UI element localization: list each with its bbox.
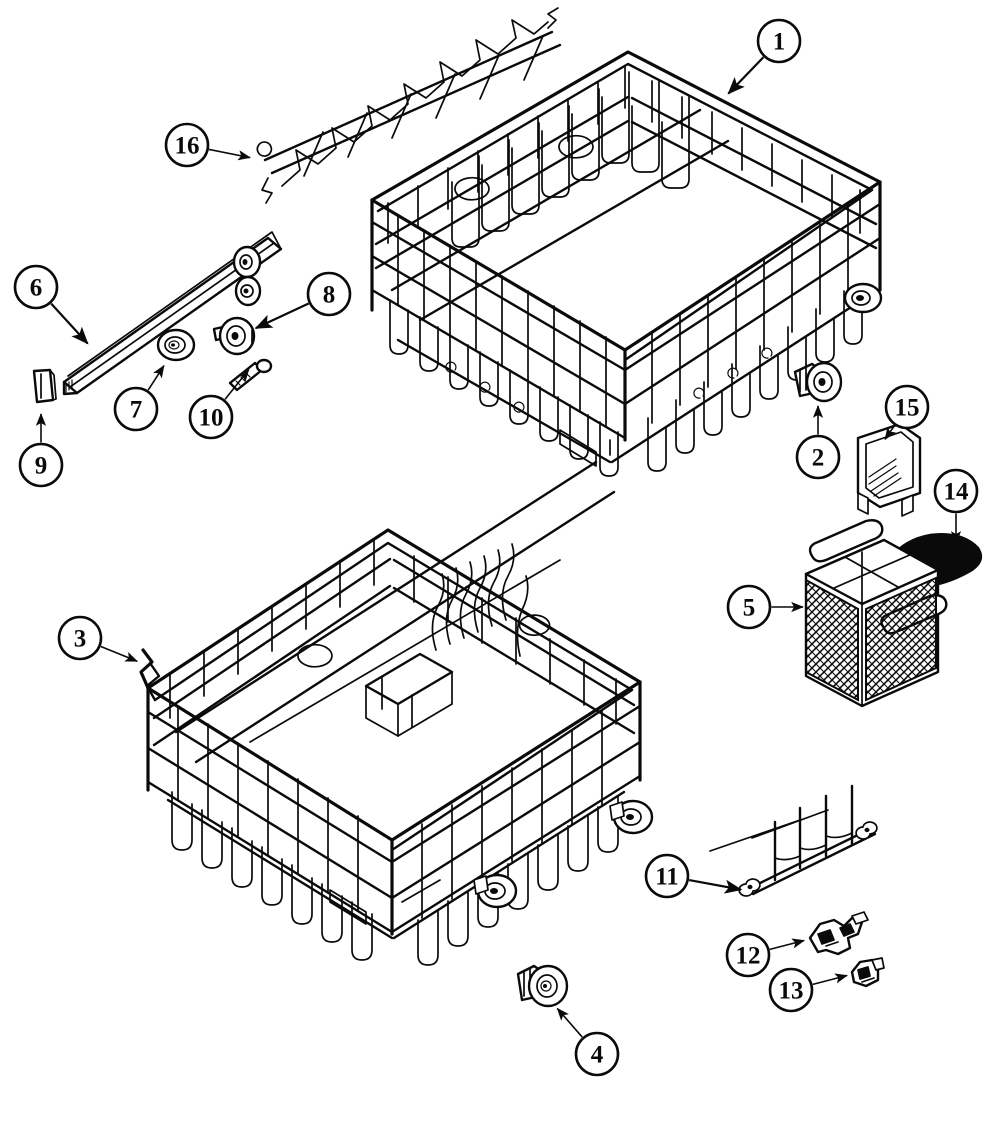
part-2-upper-rack-roller [793,361,843,403]
callout-1-upper-dish-rack[interactable]: 1 [727,18,802,95]
callout-number-7: 7 [130,397,143,424]
callout-6-upper-rack-rail-track[interactable]: 6 [13,264,89,345]
leader-line-10 [224,368,250,400]
callout-9-rail-end-cap[interactable]: 9 [18,413,64,488]
callout-balloon-10[interactable] [188,394,234,440]
leader-line-7 [147,364,165,391]
callout-balloon-8[interactable] [306,271,352,317]
part-9-rail-end-cap [32,368,57,404]
callout-number-16: 16 [175,133,200,160]
callout-balloon-14[interactable] [933,468,979,514]
callout-number-10: 10 [199,405,224,432]
part-3-lower-dish-rack [139,460,654,966]
leader-line-12 [769,938,805,951]
leader-line-8 [254,302,310,330]
callout-5-silverware-basket[interactable]: 5 [726,584,804,630]
callout-balloon-1[interactable] [756,18,802,64]
rail-mounted-roller-upper [232,245,262,279]
part-1-upper-dish-rack [370,50,883,477]
leader-line-16 [208,148,251,161]
callout-balloon-7[interactable] [113,386,159,432]
callout-10-roller-pin-screw[interactable]: 10 [188,368,250,440]
leader-line-11 [688,878,743,894]
callout-balloon-9[interactable] [18,442,64,488]
callout-13-rack-clip-small[interactable]: 13 [768,967,848,1013]
callout-2-upper-rack-roller[interactable]: 2 [795,405,841,480]
callout-balloon-12[interactable] [725,932,771,978]
callout-balloon-6[interactable] [13,264,59,310]
callout-number-4: 4 [591,1042,604,1069]
leader-line-4 [556,1007,583,1038]
leader-line-1 [727,56,765,95]
callout-number-9: 9 [35,453,48,480]
callout-16-stemware-holder-wire[interactable]: 16 [164,122,251,168]
part-4-lower-rack-roller-wheel [516,964,569,1008]
callout-number-14: 14 [944,479,970,506]
callout-balloon-2[interactable] [795,434,841,480]
callout-balloon-13[interactable] [768,967,814,1013]
callout-8-roller-with-axle[interactable]: 8 [254,271,352,330]
callout-7-rail-roller[interactable]: 7 [113,364,165,432]
callout-balloon-4[interactable] [574,1031,620,1077]
part-11-fold-down-tine-rack [709,784,878,897]
part-8-roller-with-axle [212,316,256,356]
callout-balloon-3[interactable] [57,615,103,661]
part-15-basket-divider-panel [856,422,922,517]
lower-rack-roller-front [473,873,518,909]
lower-rack-roller-right [609,799,654,835]
leader-line-6 [50,302,89,345]
part-12-rack-clip-large [808,911,869,956]
part-6-upper-rack-rail-track [62,231,283,396]
callout-number-12: 12 [736,943,761,970]
leader-line-15 [884,425,896,441]
callout-number-8: 8 [323,282,336,309]
part-7-rail-roller [156,328,196,362]
callout-balloon-5[interactable] [726,584,772,630]
callout-number-3: 3 [74,626,87,653]
leader-line-13 [812,973,848,986]
callout-number-2: 2 [812,445,825,472]
callout-11-fold-down-tine-rack[interactable]: 11 [644,853,743,899]
part-5-silverware-basket [804,519,948,708]
callout-3-lower-dish-rack[interactable]: 3 [57,615,139,662]
callout-number-11: 11 [655,864,679,891]
callout-number-5: 5 [743,595,756,622]
lower-rack-wavy-tines [431,543,529,657]
callout-balloon-15[interactable] [884,384,930,430]
part-13-rack-clip-small [850,957,885,988]
leader-line-3 [100,645,139,662]
callout-12-rack-clip-large[interactable]: 12 [725,932,805,978]
callout-number-15: 15 [895,395,920,422]
callout-number-6: 6 [30,275,43,302]
callout-14-silverware-basket-lid[interactable]: 14 [933,468,979,544]
callout-4-lower-rack-roller-wheel[interactable]: 4 [556,1007,620,1077]
callout-number-1: 1 [773,29,786,56]
part-16-stemware-holder-wire [256,7,562,204]
callout-balloon-11[interactable] [644,853,690,899]
callout-balloon-16[interactable] [164,122,210,168]
callout-15-basket-divider-panel[interactable]: 15 [884,384,930,441]
callout-number-13: 13 [779,978,804,1005]
upper-rack-rear-roller [843,282,883,314]
rail-mounted-roller-lower [234,275,262,307]
